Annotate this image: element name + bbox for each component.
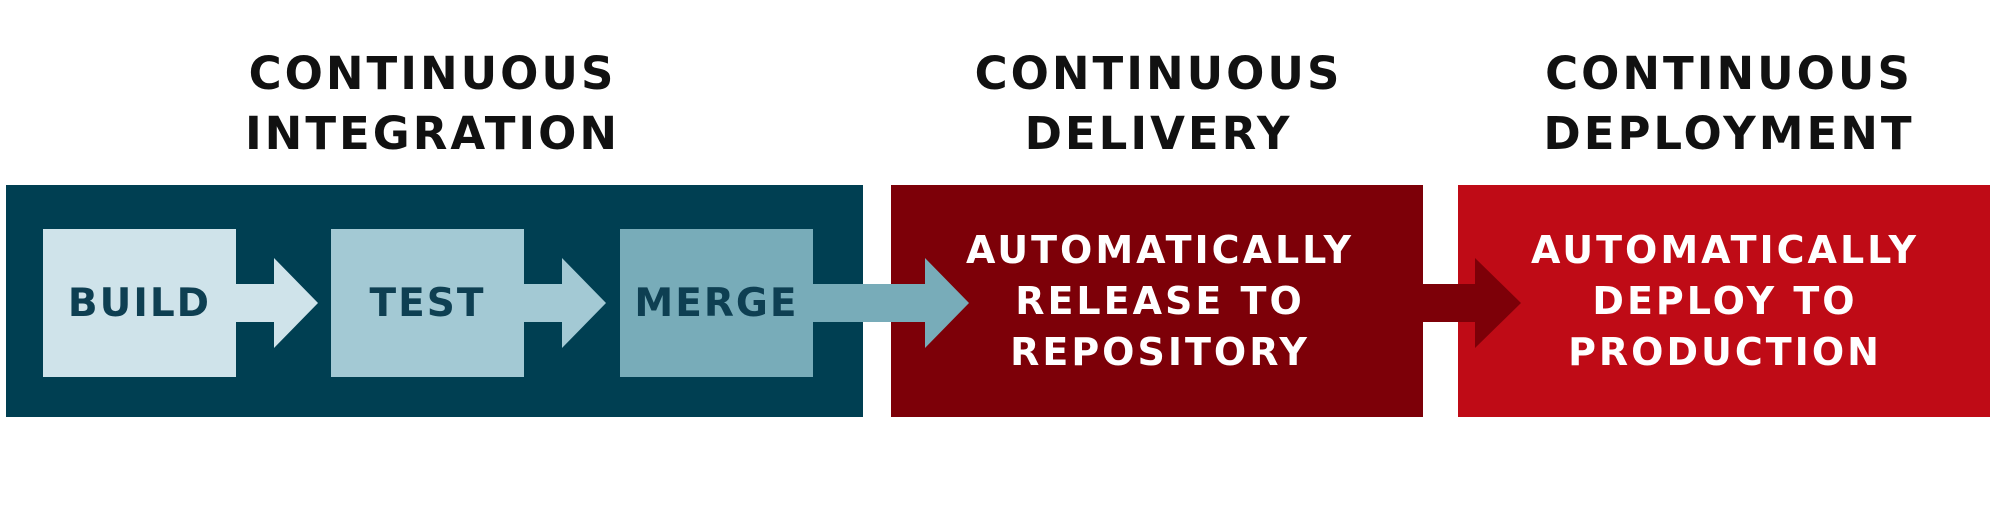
continuous-deployment-panel <box>1458 185 1990 417</box>
continuous-delivery-panel <box>891 185 1423 417</box>
continuous-delivery-description: AUTOMATICALLY RELEASE TO REPOSITORY <box>940 185 1380 417</box>
merge-to-delivery-arrow-icon <box>813 258 969 348</box>
delivery-description-line1: AUTOMATICALLY <box>966 227 1354 272</box>
continuous-integration-heading-line1: CONTINUOUS <box>248 47 617 100</box>
test-to-merge-arrow-icon <box>524 258 606 348</box>
delivery-description-line3: REPOSITORY <box>1010 329 1310 374</box>
deployment-description-line2: DEPLOY TO <box>1592 278 1858 323</box>
delivery-description-line2: RELEASE TO <box>1015 278 1305 323</box>
test-step: TEST <box>331 229 524 377</box>
continuous-deployment-heading-line2: DEPLOYMENT <box>1543 107 1915 160</box>
continuous-delivery-heading-line1: CONTINUOUS <box>974 47 1343 100</box>
continuous-delivery-heading-line2: DELIVERY <box>1024 107 1293 160</box>
continuous-deployment-heading-line1: CONTINUOUS <box>1545 47 1913 100</box>
continuous-deployment-description: AUTOMATICALLY DEPLOY TO PRODUCTION <box>1505 185 1945 417</box>
continuous-integration-heading: CONTINUOUS INTEGRATION <box>230 44 635 164</box>
delivery-to-deployment-arrow-icon <box>1423 258 1521 348</box>
continuous-integration-heading-line2: INTEGRATION <box>244 107 621 160</box>
build-to-test-arrow-icon <box>236 258 318 348</box>
continuous-deployment-heading: CONTINUOUS DEPLOYMENT <box>1524 44 1934 164</box>
deployment-description-line1: AUTOMATICALLY <box>1531 227 1919 272</box>
build-step: BUILD <box>43 229 236 377</box>
deployment-description-line3: PRODUCTION <box>1568 329 1882 374</box>
continuous-delivery-heading: CONTINUOUS DELIVERY <box>956 44 1361 164</box>
merge-step: MERGE <box>620 229 813 377</box>
